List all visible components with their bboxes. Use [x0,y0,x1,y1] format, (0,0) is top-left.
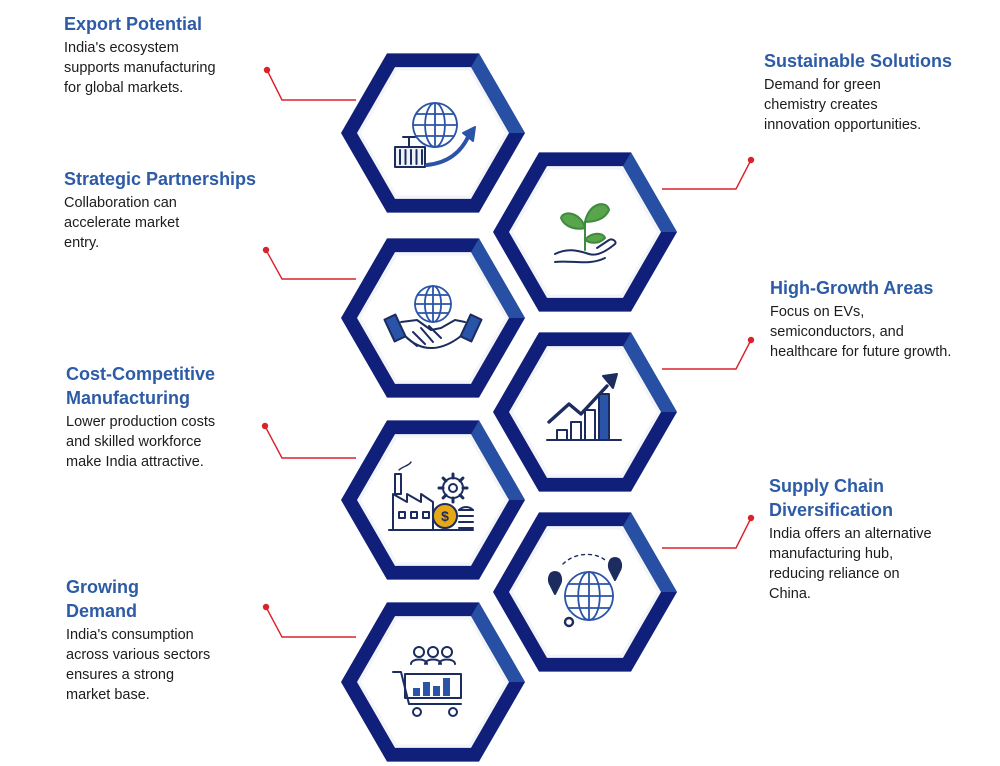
connector-line [662,159,752,190]
hexagon-supply-chain-diversification [493,512,677,672]
connector-line [662,517,752,549]
svg-text:$: $ [441,508,449,524]
item-export-potential: Export Potential India's ecosystem suppo… [64,12,216,98]
item-sustainable-solutions: Sustainable Solutions Demand for green c… [764,49,952,135]
item-title: Export Potential [64,14,203,34]
item-description: Focus on EVs, semiconductors, and health… [770,304,952,360]
item-growing-demand: Growing Demand India's consumption acros… [66,575,210,705]
hexagon-strategic-partnerships [341,238,525,398]
item-description: India offers an alternative manufacturin… [769,526,932,602]
item-strategic-partnerships: Strategic Partnerships Collaboration can… [64,167,256,253]
connector-dot [262,603,270,611]
connector-line [266,69,356,101]
item-title: Cost-Competitive Manufacturing [66,364,216,408]
item-title: Growing Demand [66,577,139,621]
item-title: Sustainable Solutions [764,51,953,71]
hexagon-export-potential [341,53,525,213]
item-description: India's consumption across various secto… [66,627,211,703]
connector-line [662,339,752,370]
hexagon-growing-demand [341,602,525,762]
item-description: Lower production costs and skilled workf… [66,414,216,470]
hexagon-cost-competitive-manufacturing: $ [341,420,525,580]
item-description: India's ecosystem supports manufacturing… [64,40,216,96]
connector-dot [747,336,755,344]
item-supply-chain-diversification: Supply Chain Diversification India offer… [769,474,932,604]
growth-chart-icon [546,373,622,441]
item-title: Strategic Partnerships [64,169,257,189]
connector-dot [263,66,271,74]
connector-dot [262,246,270,254]
connector-line [265,249,356,280]
hand-plant-icon [554,203,617,264]
factory-coins-icon: $ [388,461,474,531]
item-high-growth-areas: High-Growth Areas Focus on EVs, semicond… [770,276,951,362]
connector-dot [747,156,755,164]
item-cost-competitive-manufacturing: Cost-Competitive Manufacturing Lower pro… [66,362,215,472]
connector-dot [747,514,755,522]
item-title: Supply Chain Diversification [769,476,894,520]
cart-people-icon [392,646,462,717]
connector-line [264,425,356,459]
globe-handshake-icon [383,285,483,350]
globe-pins-icon [547,553,623,628]
item-description: Collaboration can accelerate market entr… [64,195,180,251]
hexagon-sustainable-solutions [493,152,677,312]
item-description: Demand for green chemistry creates innov… [764,77,922,133]
connector-line [265,606,356,638]
hexagon-high-growth-areas [493,332,677,492]
item-title: High-Growth Areas [770,278,934,298]
connector-dot [261,422,269,430]
globe-container-arrow-icon [394,102,476,168]
